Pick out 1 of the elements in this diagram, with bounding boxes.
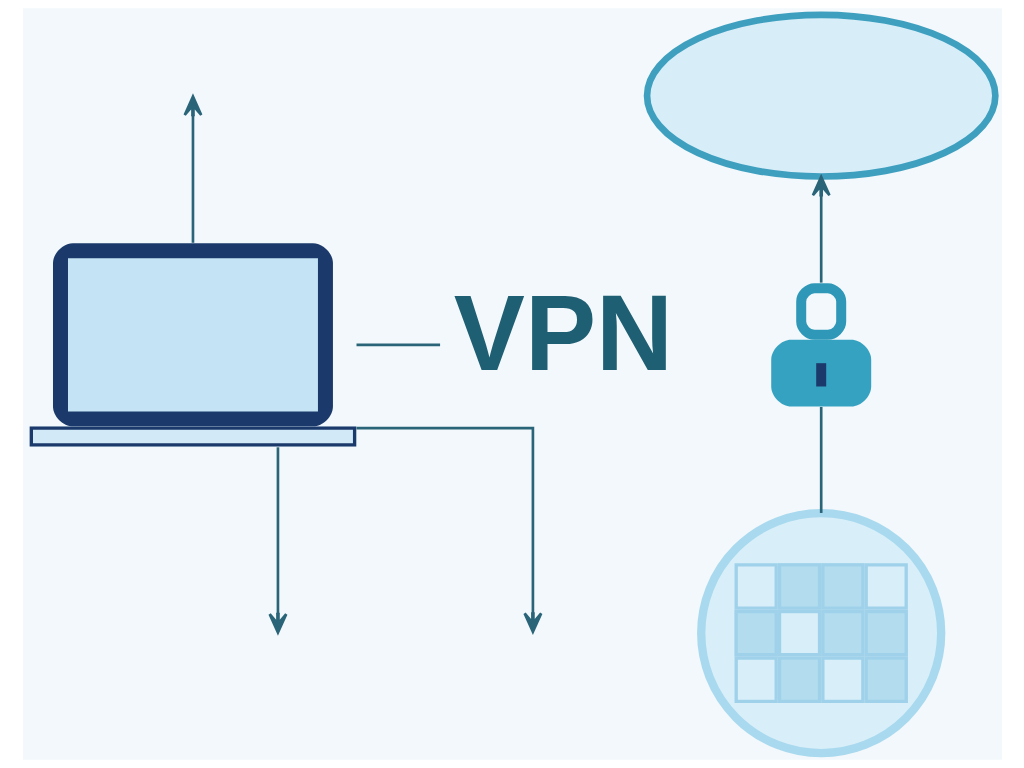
node-text: VPN [453,273,673,394]
